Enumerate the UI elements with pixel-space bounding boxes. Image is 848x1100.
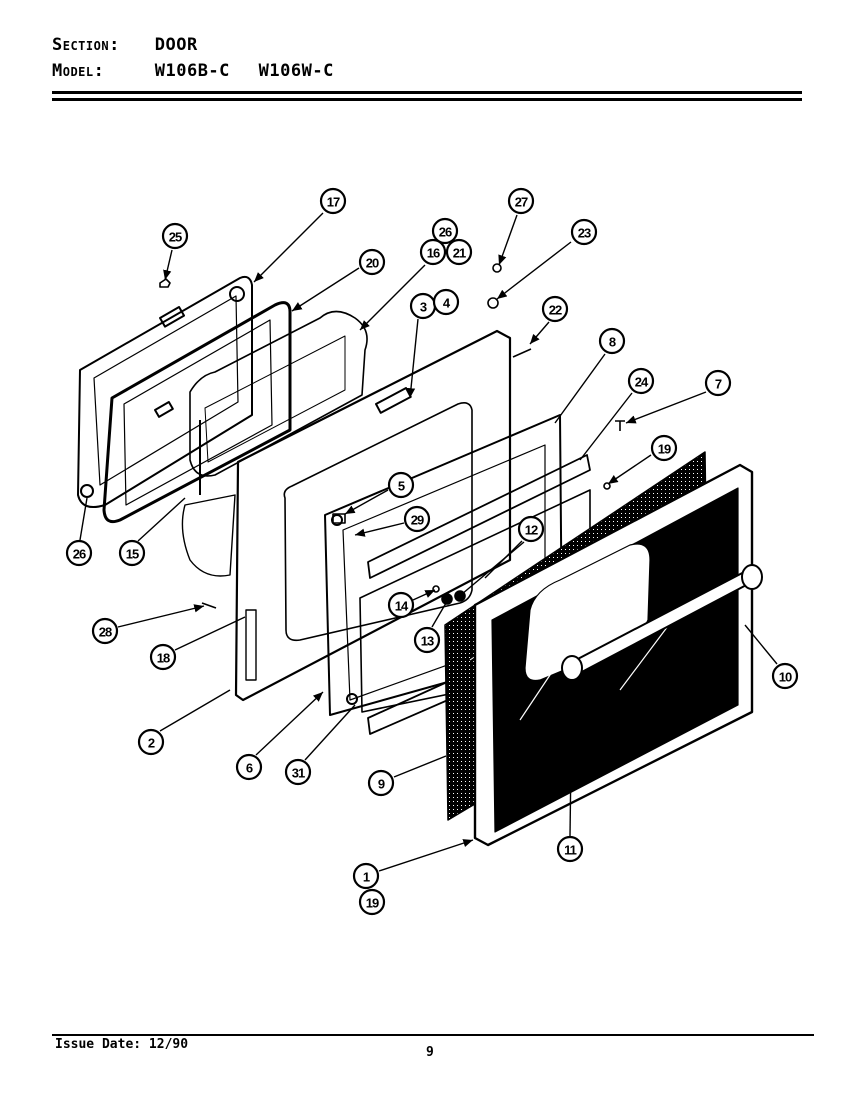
callout-part-14: 14 xyxy=(387,591,415,619)
model-label: Model: xyxy=(52,61,105,81)
svg-text:10: 10 xyxy=(779,670,792,685)
header-rule-bottom xyxy=(52,98,802,101)
svg-text:29: 29 xyxy=(411,513,424,528)
callout-part-27: 27 xyxy=(507,187,535,215)
callout-part-11: 11 xyxy=(556,835,584,863)
svg-text:14: 14 xyxy=(395,599,409,614)
svg-text:22: 22 xyxy=(549,303,562,318)
model-value-1: W106B-C xyxy=(154,61,230,81)
svg-text:15: 15 xyxy=(126,547,139,562)
svg-text:11: 11 xyxy=(564,843,577,858)
callout-part-7: 7 xyxy=(704,369,732,397)
model-heading: Model: W106B-C W106W-C xyxy=(52,61,334,81)
callout-part-17: 17 xyxy=(319,187,347,215)
svg-text:1: 1 xyxy=(363,870,370,885)
callout-part-1: 1 xyxy=(352,862,380,890)
svg-text:31: 31 xyxy=(292,766,305,781)
callout-part-9: 9 xyxy=(367,769,395,797)
model-value-2: W106W-C xyxy=(258,61,334,81)
callout-part-18: 18 xyxy=(149,643,177,671)
callout-part-24: 24 xyxy=(627,367,655,395)
svg-text:8: 8 xyxy=(609,335,616,350)
callout-part-6: 6 xyxy=(235,753,263,781)
callout-part-22: 22 xyxy=(541,295,569,323)
svg-text:21: 21 xyxy=(453,246,466,261)
callout-part-19: 19 xyxy=(358,888,386,916)
callout-part-23: 23 xyxy=(570,218,598,246)
callout-part-28: 28 xyxy=(91,617,119,645)
callout-part-20: 20 xyxy=(358,248,386,276)
page-number: 9 xyxy=(426,1045,434,1060)
svg-text:26: 26 xyxy=(439,225,452,240)
svg-text:26: 26 xyxy=(73,547,86,562)
svg-text:23: 23 xyxy=(578,226,591,241)
svg-text:27: 27 xyxy=(515,195,528,210)
svg-text:24: 24 xyxy=(635,375,649,390)
svg-text:20: 20 xyxy=(366,256,379,271)
callout-part-2: 2 xyxy=(137,728,165,756)
callout-part-5: 5 xyxy=(387,471,415,499)
callout-part-13: 13 xyxy=(413,626,441,654)
svg-text:19: 19 xyxy=(658,442,671,457)
callout-part-3: 3 xyxy=(409,292,437,320)
section-heading: Section: DOOR xyxy=(52,35,198,55)
svg-text:19: 19 xyxy=(366,896,379,911)
svg-text:13: 13 xyxy=(421,634,434,649)
door-gasket-part xyxy=(102,301,292,524)
svg-text:7: 7 xyxy=(715,377,722,392)
svg-text:2: 2 xyxy=(148,736,155,751)
svg-text:6: 6 xyxy=(246,761,253,776)
svg-text:25: 25 xyxy=(169,230,182,245)
callout-part-19: 19 xyxy=(650,434,678,462)
callout-part-21: 21 xyxy=(445,238,473,266)
svg-text:16: 16 xyxy=(427,246,440,261)
leader-lines xyxy=(79,212,778,872)
svg-text:3: 3 xyxy=(420,300,427,315)
issue-date: Issue Date: 12/90 xyxy=(55,1037,189,1052)
callout-part-10: 10 xyxy=(771,662,799,690)
callout-part-29: 29 xyxy=(403,505,431,533)
callout-part-15: 15 xyxy=(118,539,146,567)
svg-text:4: 4 xyxy=(443,296,451,311)
svg-text:28: 28 xyxy=(99,625,112,640)
insulation-part xyxy=(181,310,368,577)
svg-text:5: 5 xyxy=(398,479,405,494)
svg-text:9: 9 xyxy=(378,777,385,792)
callout-part-4: 4 xyxy=(432,288,460,316)
callout-part-26: 26 xyxy=(431,217,459,245)
section-value: DOOR xyxy=(154,35,198,55)
door-handle-part xyxy=(561,564,763,681)
section-label: Section: xyxy=(52,35,120,55)
svg-text:17: 17 xyxy=(327,195,340,210)
inner-door-liner-part xyxy=(77,275,253,508)
svg-text:12: 12 xyxy=(525,523,538,538)
svg-text:18: 18 xyxy=(157,651,170,666)
header-rule-top xyxy=(52,91,802,94)
callout-part-16: 16 xyxy=(419,238,447,266)
callout-part-25: 25 xyxy=(161,222,189,250)
callout-part-8: 8 xyxy=(598,327,626,355)
callout-part-26: 26 xyxy=(65,539,93,567)
callout-part-31: 31 xyxy=(284,758,312,786)
callout-part-12: 12 xyxy=(517,515,545,543)
footer-rule xyxy=(52,1034,814,1036)
